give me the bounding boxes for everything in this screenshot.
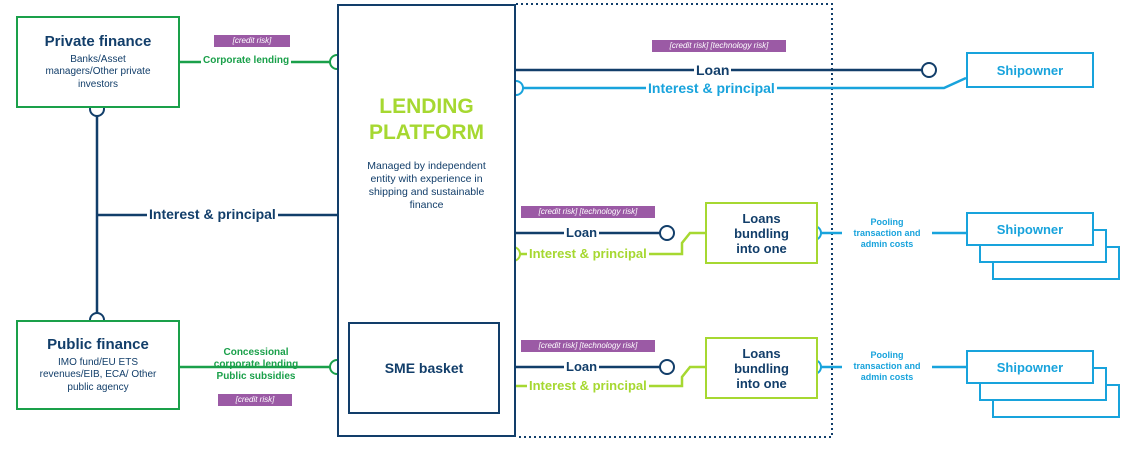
mid-loan-circle xyxy=(659,225,675,241)
shipowner-top-box: Shipowner xyxy=(966,52,1094,88)
bottom-bundling-box: Loans bundling into one xyxy=(705,337,818,399)
shipowner-bottom-label: Shipowner xyxy=(996,359,1064,375)
bottom-loan-circle xyxy=(659,359,675,375)
corporate-lending-risk-tag: [credit risk] xyxy=(214,35,290,47)
shipowner-bottom-stack: Shipowner xyxy=(966,350,1120,420)
concessional-lending-label: Concessional corporate lending Public su… xyxy=(213,347,299,382)
platform-dotted-frame xyxy=(516,3,833,438)
top-loan-circle xyxy=(921,62,937,78)
left-interest-principal-label: Interest & principal xyxy=(147,206,278,222)
mid-risk-tag: [credit risk] [technology risk] xyxy=(521,206,655,218)
bottom-interest-label: Interest & principal xyxy=(527,378,649,393)
mid-bundling-box: Loans bundling into one xyxy=(705,202,818,264)
sme-basket-box: SME basket xyxy=(348,322,500,414)
shipowner-bottom-card-1: Shipowner xyxy=(966,350,1094,384)
platform-description: Managed by independent entity with exper… xyxy=(367,160,486,211)
top-loan-label: Loan xyxy=(694,62,732,78)
mid-pooling-label: Pooling transaction and admin costs xyxy=(842,217,932,250)
platform-title-line2: PLATFORM xyxy=(368,121,485,144)
corporate-lending-label: Corporate lending xyxy=(201,55,292,66)
private-finance-box: Private finance Banks/Asset managers/Oth… xyxy=(16,16,180,108)
platform-title-line1: LENDING xyxy=(379,95,474,118)
public-finance-box: Public finance IMO fund/EU ETS revenues/… xyxy=(16,320,180,410)
mid-loan-label: Loan xyxy=(564,225,600,240)
bottom-pooling-label: Pooling transaction and admin costs xyxy=(842,350,932,383)
shipowner-mid-stack: Shipowner xyxy=(966,212,1120,282)
shipowner-mid-card-1: Shipowner xyxy=(966,212,1094,246)
shipowner-top-label: Shipowner xyxy=(996,62,1064,78)
bottom-loan-label: Loan xyxy=(564,359,600,374)
bottom-risk-tag: [credit risk] [technology risk] xyxy=(521,340,655,352)
public-finance-subtitle: IMO fund/EU ETS revenues/EIB, ECA/ Other… xyxy=(39,356,157,393)
sme-basket-label: SME basket xyxy=(384,359,464,376)
public-finance-title: Public finance xyxy=(47,335,149,353)
shipowner-mid-label: Shipowner xyxy=(996,221,1064,237)
concessional-risk-tag: [credit risk] xyxy=(218,394,292,406)
top-interest-label: Interest & principal xyxy=(646,80,777,96)
private-finance-subtitle: Banks/Asset managers/Other private inves… xyxy=(45,53,151,90)
top-risk-tag: [credit risk] [technology risk] xyxy=(652,40,786,52)
mid-interest-label: Interest & principal xyxy=(527,246,649,261)
private-finance-title: Private finance xyxy=(44,32,152,50)
